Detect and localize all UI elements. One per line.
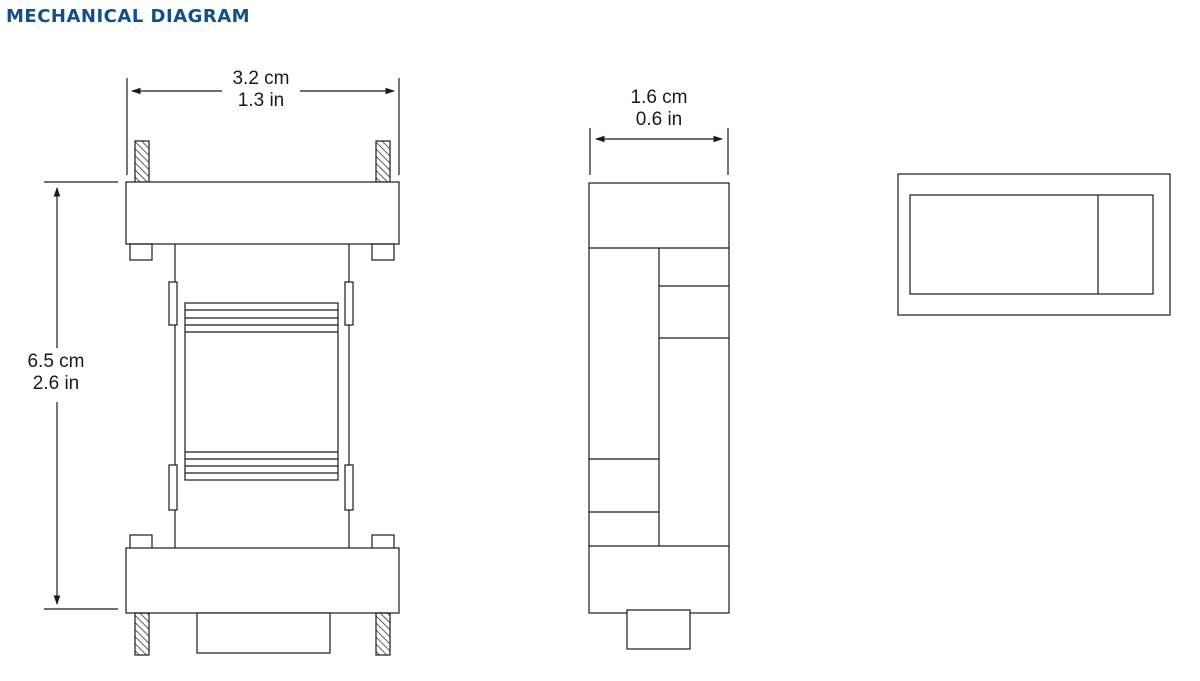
thumbscrew-bottom-right (375, 612, 391, 656)
side-view: 1.6 cm 0.6 in (588, 87, 730, 650)
thumbscrew-top-left (134, 140, 150, 183)
top-connector-housing (125, 181, 400, 245)
thumbscrew-bottom-left (134, 612, 150, 656)
side-connector-shell (626, 609, 691, 650)
bottom-right-tab (371, 534, 395, 550)
bottom-connector-housing (125, 547, 400, 614)
bottom-connector-shell (196, 612, 331, 654)
front-width-dimension: 3.2 cm 1.3 in (126, 68, 400, 175)
top-left-tab (129, 243, 153, 261)
end-view-inner-frame (909, 194, 1154, 295)
width-label-in: 1.3 in (238, 90, 284, 111)
width-label-cm: 3.2 cm (232, 68, 289, 89)
height-label-in: 2.6 in (33, 373, 79, 394)
left-clip-top (168, 281, 178, 326)
front-view: 3.2 cm 1.3 in 6.5 cm 2.6 in (27, 68, 400, 656)
right-clip-bottom (344, 464, 354, 511)
right-clip-top (344, 281, 354, 326)
left-clip-bottom (168, 464, 178, 511)
depth-label-in: 0.6 in (636, 109, 682, 130)
adapter-body (184, 302, 339, 481)
height-label-cm: 6.5 cm (27, 351, 84, 372)
side-depth-dimension: 1.6 cm 0.6 in (589, 87, 729, 175)
top-right-tab (371, 243, 395, 261)
page-title: MECHANICAL DIAGRAM (6, 6, 251, 27)
end-view (897, 173, 1171, 316)
front-height-dimension: 6.5 cm 2.6 in (27, 181, 118, 610)
thumbscrew-top-right (375, 140, 391, 183)
bottom-left-tab (129, 534, 153, 550)
end-view-outline (897, 173, 1171, 316)
depth-label-cm: 1.6 cm (630, 87, 687, 108)
